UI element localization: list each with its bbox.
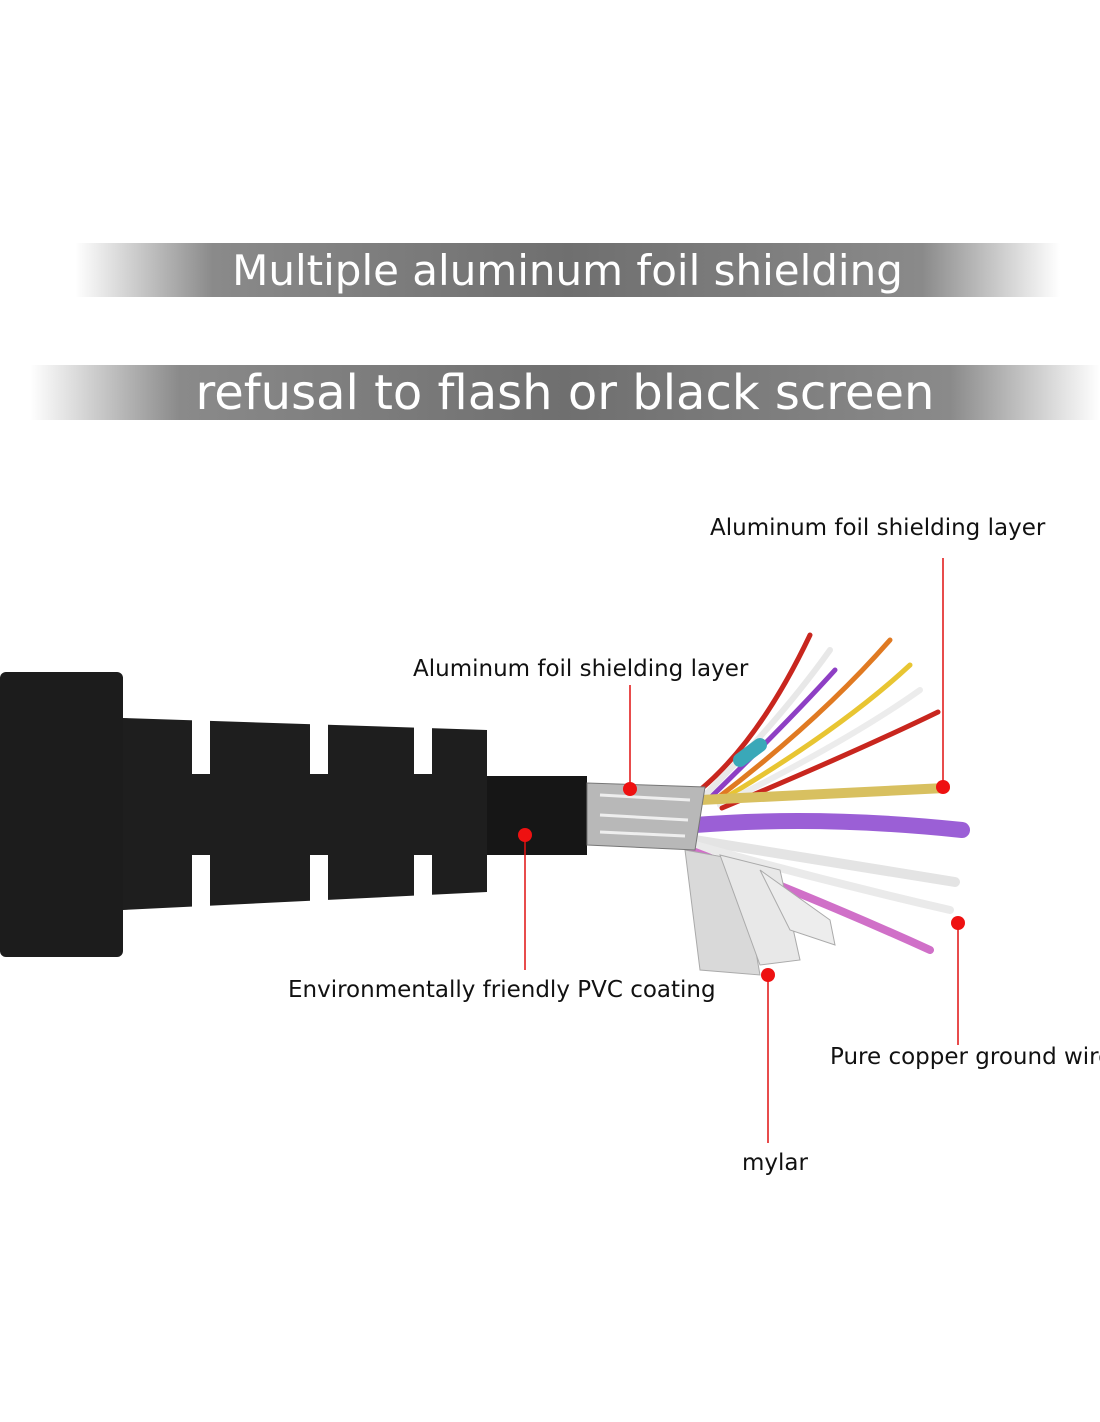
label-foil-inner: Aluminum foil shielding layer <box>413 656 749 682</box>
banner-text: Multiple aluminum foil shielding <box>232 245 903 295</box>
banner-text: refusal to flash or black screen <box>195 364 935 421</box>
strain-relief <box>123 718 487 910</box>
label-ground-wire: Pure copper ground wire <box>830 1044 1100 1070</box>
connector-housing <box>0 672 123 957</box>
callout-lines <box>524 558 959 1143</box>
wires <box>686 632 970 954</box>
pvc-jacket <box>487 776 587 855</box>
label-foil-outer: Aluminum foil shielding layer <box>710 515 1046 541</box>
label-pvc: Environmentally friendly PVC coating <box>288 977 716 1003</box>
banner-no-flash: refusal to flash or black screen <box>30 364 1100 421</box>
label-mylar: mylar <box>742 1150 808 1176</box>
callout-dots <box>518 780 965 982</box>
strain-relief-notches <box>192 718 432 915</box>
foil-texture <box>599 793 691 838</box>
mylar-strips <box>684 849 836 976</box>
banner-foil-shielding: Multiple aluminum foil shielding <box>75 243 1060 297</box>
